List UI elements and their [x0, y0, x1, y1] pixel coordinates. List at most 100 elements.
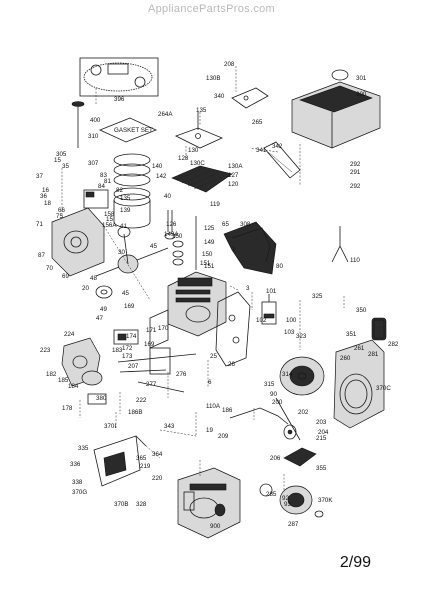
part-label-207: 207	[128, 363, 139, 370]
part-label-328: 328	[136, 501, 147, 508]
part-label-80: 80	[276, 263, 283, 270]
part-label-900: 900	[210, 523, 221, 530]
part-label-219: 219	[140, 463, 151, 470]
part-label-36: 36	[40, 193, 47, 200]
part-label-126: 126	[166, 221, 177, 228]
part-label-45b: 45	[122, 290, 129, 297]
part-label-301: 301	[356, 75, 367, 82]
part-label-139: 139	[120, 207, 131, 214]
part-label-171: 171	[146, 327, 157, 334]
part-label-1: 1	[232, 246, 236, 253]
part-label-276: 276	[176, 371, 187, 378]
ignition-module[interactable]	[261, 294, 277, 325]
part-label-35: 35	[62, 163, 69, 170]
part-label-340: 340	[214, 93, 225, 100]
gasket-set-text: GASKET SET	[114, 127, 153, 134]
part-label-186B: 186B	[128, 409, 142, 416]
site-watermark: AppliancePartsPros.com	[147, 3, 276, 15]
part-label-285: 285	[266, 491, 277, 498]
part-label-215: 215	[316, 435, 327, 442]
engine-block[interactable]	[149, 271, 227, 349]
part-label-282: 282	[388, 341, 399, 348]
recoil-pulley[interactable]	[259, 483, 313, 515]
part-label-338: 338	[72, 479, 83, 486]
part-label-336: 336	[70, 461, 81, 468]
part-label-81: 81	[104, 178, 111, 185]
part-label-315: 315	[264, 381, 275, 388]
part-label-84: 84	[98, 183, 105, 190]
part-label-222: 222	[136, 397, 147, 404]
part-label-202: 202	[298, 409, 309, 416]
part-label-110A: 110A	[206, 403, 221, 410]
governor-linkage[interactable]	[117, 353, 197, 393]
part-label-83: 83	[100, 172, 107, 179]
control-bracket[interactable]	[93, 435, 147, 487]
flywheel[interactable]	[279, 356, 325, 396]
ground-wire[interactable]	[331, 226, 349, 263]
connection-lines	[61, 66, 345, 490]
pto-washer[interactable]	[95, 285, 113, 299]
blower-housing[interactable]	[333, 339, 385, 429]
part-label-151: 151	[200, 260, 211, 267]
part-label-265: 265	[252, 119, 263, 126]
part-label-101: 101	[266, 288, 277, 295]
o-ring[interactable]	[314, 510, 324, 518]
part-label-127: 127	[228, 172, 239, 179]
part-label-172: 172	[122, 345, 133, 352]
crankshaft[interactable]	[95, 226, 169, 277]
part-label-400: 400	[90, 117, 101, 124]
part-label-40: 40	[164, 193, 171, 200]
dipstick-tube[interactable]	[71, 101, 85, 149]
part-label-16: 16	[42, 187, 49, 194]
part-label-15: 15	[54, 157, 61, 164]
part-label-343: 343	[164, 423, 175, 430]
intake-manifold[interactable]	[113, 329, 171, 375]
part-label-30: 30	[118, 249, 125, 256]
part-label-71: 71	[36, 221, 43, 228]
part-label-184: 184	[68, 383, 79, 390]
gasket-kit-box[interactable]	[79, 57, 159, 97]
fuel-line-bracket[interactable]	[223, 221, 277, 275]
part-label-82: 82	[116, 187, 123, 194]
part-label-120: 120	[228, 181, 239, 188]
part-label-287: 287	[288, 521, 299, 528]
part-label-92: 92	[282, 495, 289, 502]
part-label-335: 335	[78, 445, 89, 452]
part-label-37: 37	[36, 173, 43, 180]
engine-assembly-900[interactable]	[177, 467, 241, 539]
guard-355[interactable]	[283, 447, 317, 467]
part-label-149A: 149A	[164, 231, 179, 238]
muffler[interactable]	[291, 69, 381, 149]
starter-handle[interactable]	[371, 317, 387, 341]
valves-springs[interactable]	[164, 210, 197, 270]
part-label-48: 48	[90, 275, 97, 282]
part-label-186: 186	[222, 407, 233, 414]
part-label-364: 364	[152, 451, 163, 458]
part-label-110: 110	[350, 257, 360, 264]
cylinder-baffle[interactable]	[215, 291, 251, 367]
part-label-87: 87	[38, 252, 45, 259]
part-label-20: 20	[82, 285, 89, 292]
part-label-396: 396	[114, 96, 125, 103]
muffler-bracket[interactable]	[231, 87, 269, 109]
valve-cover[interactable]	[174, 112, 224, 149]
part-label-140: 140	[152, 163, 163, 170]
cylinder-head[interactable]	[171, 165, 233, 193]
part-label-224: 224	[64, 331, 75, 338]
part-label-305: 305	[56, 151, 67, 158]
part-label-260: 260	[340, 355, 351, 362]
throttle-linkage[interactable]	[229, 397, 301, 441]
part-label-370B: 370B	[114, 501, 128, 508]
part-label-70: 70	[46, 265, 53, 272]
piston-rings[interactable]	[113, 153, 151, 229]
part-label-130: 130	[188, 147, 199, 154]
part-label-342: 342	[272, 143, 283, 150]
carburetor[interactable]	[61, 337, 107, 405]
part-label-156A: 156A	[102, 222, 117, 229]
owner-manual[interactable]: GASKET SET	[98, 117, 158, 143]
part-label-151b: 151	[204, 263, 215, 270]
part-label-314: 314	[282, 371, 293, 378]
breather-assembly[interactable]	[83, 189, 109, 209]
